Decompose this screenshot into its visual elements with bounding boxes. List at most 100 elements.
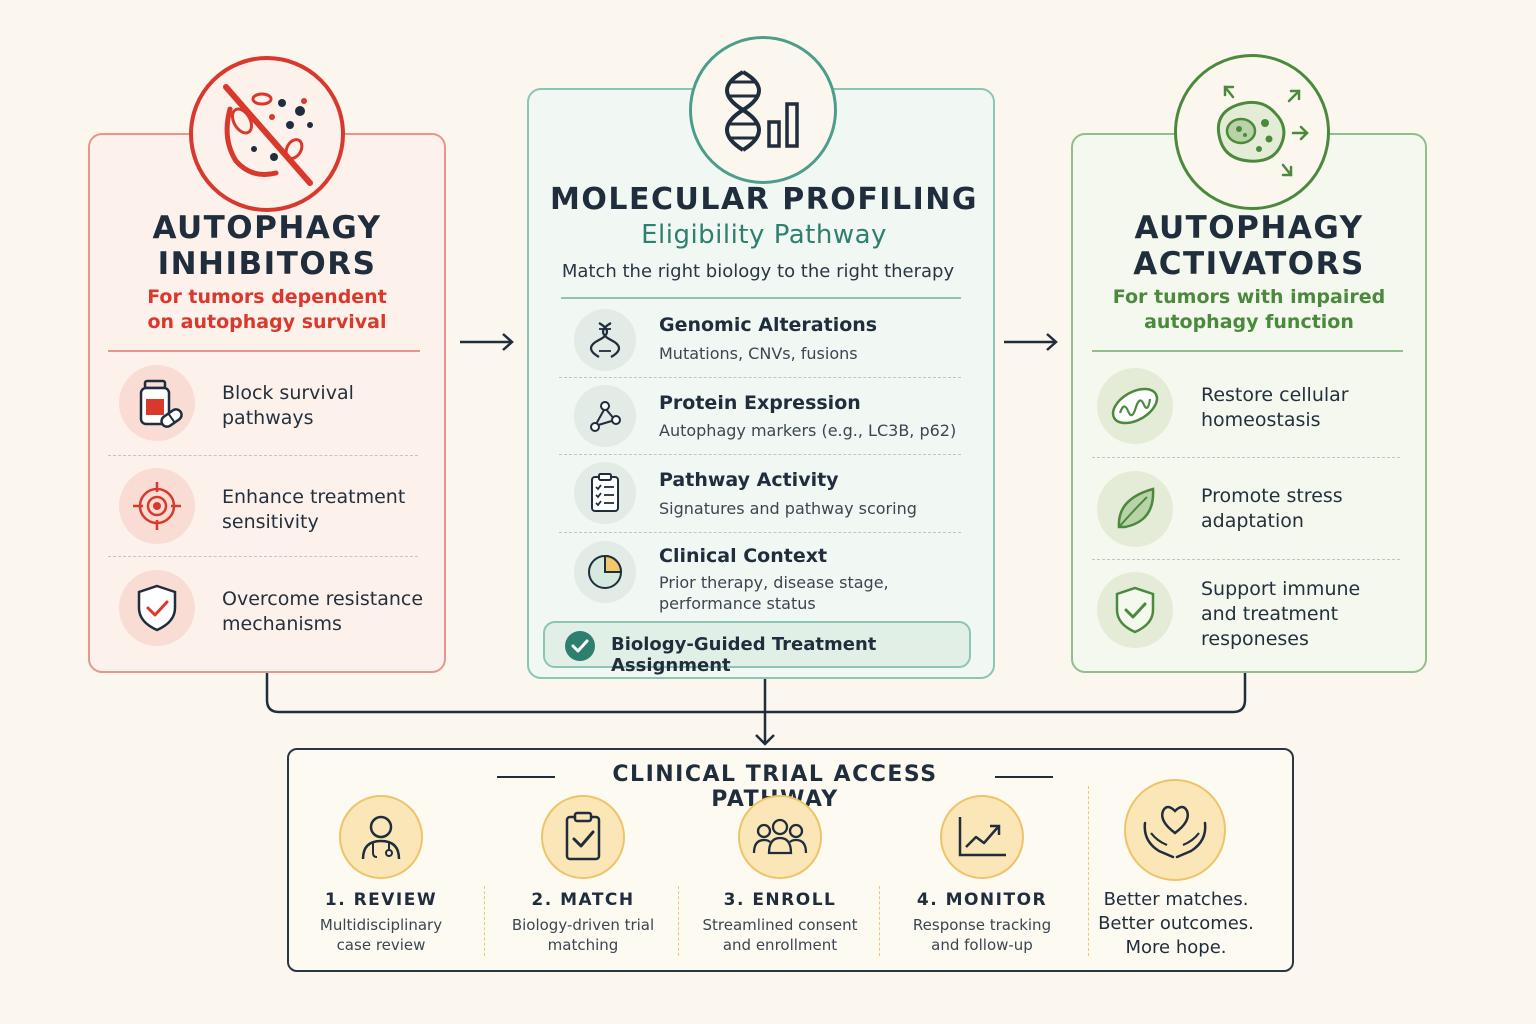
inhibitors-subtitle-line2: on autophagy survival: [147, 311, 387, 333]
inhibitors-title-line1: AUTOPHAGY: [152, 210, 382, 246]
inhibitors-subtitle: For tumors dependent on autophagy surviv…: [108, 285, 426, 335]
divider: [108, 455, 418, 456]
step-divider: [879, 886, 880, 956]
activator-item-3-line2: and treatment: [1201, 603, 1339, 625]
inhibitor-item-1-line2: pathways: [222, 407, 314, 429]
activators-separator: [1092, 350, 1403, 352]
divider: [108, 556, 418, 557]
protein-expression-title: Protein Expression: [659, 392, 861, 414]
activator-item-1-line2: homeostasis: [1201, 409, 1321, 431]
arrow-left-to-center: [460, 333, 514, 351]
activators-title-line1: AUTOPHAGY: [1134, 210, 1364, 246]
dna-chart-icon: [725, 70, 799, 152]
inhibitor-item-3-text: Overcome resistance mechanisms: [222, 587, 423, 637]
activators-subtitle: For tumors with impaired autophagy funct…: [1091, 285, 1407, 335]
activator-item-2-line2: adaptation: [1201, 510, 1304, 532]
step-match-line2: matching: [547, 936, 619, 954]
divider: [559, 454, 961, 455]
molecule-icon: [574, 385, 636, 447]
step-divider: [484, 886, 485, 956]
clinical-context-line2: performance status: [659, 594, 816, 613]
inhibitor-item-2-text: Enhance treatment sensitivity: [222, 485, 405, 535]
step-monitor-desc: Response tracking and follow-up: [892, 915, 1072, 955]
title-rule-right: [995, 776, 1053, 778]
inhibitors-subtitle-line1: For tumors dependent: [147, 286, 387, 308]
activators-title: AUTOPHAGY ACTIVATORS: [1091, 210, 1407, 282]
step-monitor-line1: Response tracking: [912, 916, 1052, 934]
step-enroll-line2: and enrollment: [722, 936, 838, 954]
check-circle-icon: [565, 631, 595, 661]
activator-item-1-line1: Restore cellular: [1201, 384, 1349, 406]
title-rule-left: [497, 776, 555, 778]
activators-title-line2: ACTIVATORS: [1133, 246, 1365, 282]
clinical-context-title: Clinical Context: [659, 545, 828, 567]
divider: [559, 377, 961, 378]
step-match-desc: Biology-driven trial matching: [493, 915, 673, 955]
activators-subtitle-line2: autophagy function: [1144, 311, 1354, 333]
merge-lines: [265, 673, 1247, 746]
treatment-assignment-label: Biology-Guided Treatment Assignment: [611, 634, 877, 676]
pathway-activity-title: Pathway Activity: [659, 469, 839, 491]
closing-message: Better matches. Better outcomes. More ho…: [1090, 888, 1262, 960]
step-review-title: 1. REVIEW: [324, 890, 438, 910]
inhibitors-separator: [108, 350, 420, 352]
step-monitor-title: 4. MONITOR: [916, 890, 1048, 910]
treatment-assignment-banner: Biology-Guided Treatment Assignment: [543, 621, 971, 676]
protein-expression-desc: Autophagy markers (e.g., LC3B, p62): [659, 421, 957, 440]
inhibitors-title-line2: INHIBITORS: [157, 246, 377, 282]
activator-item-1-text: Restore cellular homeostasis: [1201, 383, 1349, 433]
molecular-profiling-subtitle: Eligibility Pathway: [641, 220, 887, 250]
target-icon: [119, 468, 195, 544]
activator-item-3-line3: responeses: [1201, 628, 1309, 650]
molecular-profiling-title: MOLECULAR PROFILING: [550, 182, 978, 217]
molecular-profiling-tagline: Match the right biology to the right the…: [561, 261, 955, 282]
activator-item-3-line1: Support immune: [1201, 578, 1361, 600]
inhibitor-item-3-line2: mechanisms: [222, 613, 342, 635]
shield-check-icon: [119, 570, 195, 646]
step-review-line2: case review: [336, 936, 426, 954]
mitochondria-icon: [1097, 368, 1173, 444]
step-enroll-desc: Streamlined consent and enrollment: [690, 915, 870, 955]
group-icon: [738, 795, 822, 879]
dna-chart-badge: [689, 36, 837, 184]
step-match-line1: Biology-driven trial: [511, 916, 655, 934]
shield-check-icon: [1097, 572, 1173, 648]
dna-icon: [574, 309, 636, 371]
cell-debris-icon: [223, 84, 313, 186]
activator-item-2-line1: Promote stress: [1201, 485, 1343, 507]
divider: [1092, 559, 1400, 560]
clinical-context-desc: Prior therapy, disease stage, performanc…: [659, 572, 889, 614]
divider: [1092, 457, 1400, 458]
divider: [559, 532, 961, 533]
clinical-context-line1: Prior therapy, disease stage,: [659, 573, 889, 592]
clipboard-check-icon: [541, 795, 625, 879]
cell-expansion-icon: [1216, 85, 1309, 177]
activator-item-3-text: Support immune and treatment responeses: [1201, 577, 1360, 652]
inhibitor-item-1-text: Block survival pathways: [222, 381, 354, 431]
heart-hands-icon: [1124, 779, 1226, 881]
inhibitor-item-3-line1: Overcome resistance: [222, 588, 424, 610]
closing-divider: [1088, 786, 1089, 956]
step-enroll-line1: Streamlined consent: [702, 916, 858, 934]
step-divider: [678, 886, 679, 956]
arrow-center-to-right: [1004, 333, 1058, 351]
inhibitors-title: AUTOPHAGY INHIBITORS: [108, 210, 426, 282]
step-enroll-title: 3. ENROLL: [723, 890, 837, 910]
inhibitor-item-2-line2: sensitivity: [222, 511, 319, 533]
closing-line3: More hope.: [1125, 937, 1227, 958]
pill-bottle-icon: [119, 365, 195, 441]
doctor-icon: [339, 795, 423, 879]
pie-chart-icon: [574, 541, 636, 603]
activator-item-2-text: Promote stress adaptation: [1201, 484, 1343, 534]
inhibitor-item-1-line1: Block survival: [222, 382, 354, 404]
genomic-alterations-desc: Mutations, CNVs, fusions: [659, 344, 858, 363]
closing-line1: Better matches.: [1103, 889, 1249, 910]
closing-line2: Better outcomes.: [1098, 913, 1254, 934]
inhibitor-item-2-line1: Enhance treatment: [222, 486, 406, 508]
genomic-alterations-title: Genomic Alterations: [659, 314, 878, 336]
step-review-line1: Multidisciplinary: [319, 916, 443, 934]
step-monitor-line2: and follow-up: [931, 936, 1033, 954]
pathway-activity-desc: Signatures and pathway scoring: [659, 499, 917, 518]
cell-growth-badge: [1174, 54, 1330, 210]
trend-chart-icon: [940, 795, 1024, 879]
